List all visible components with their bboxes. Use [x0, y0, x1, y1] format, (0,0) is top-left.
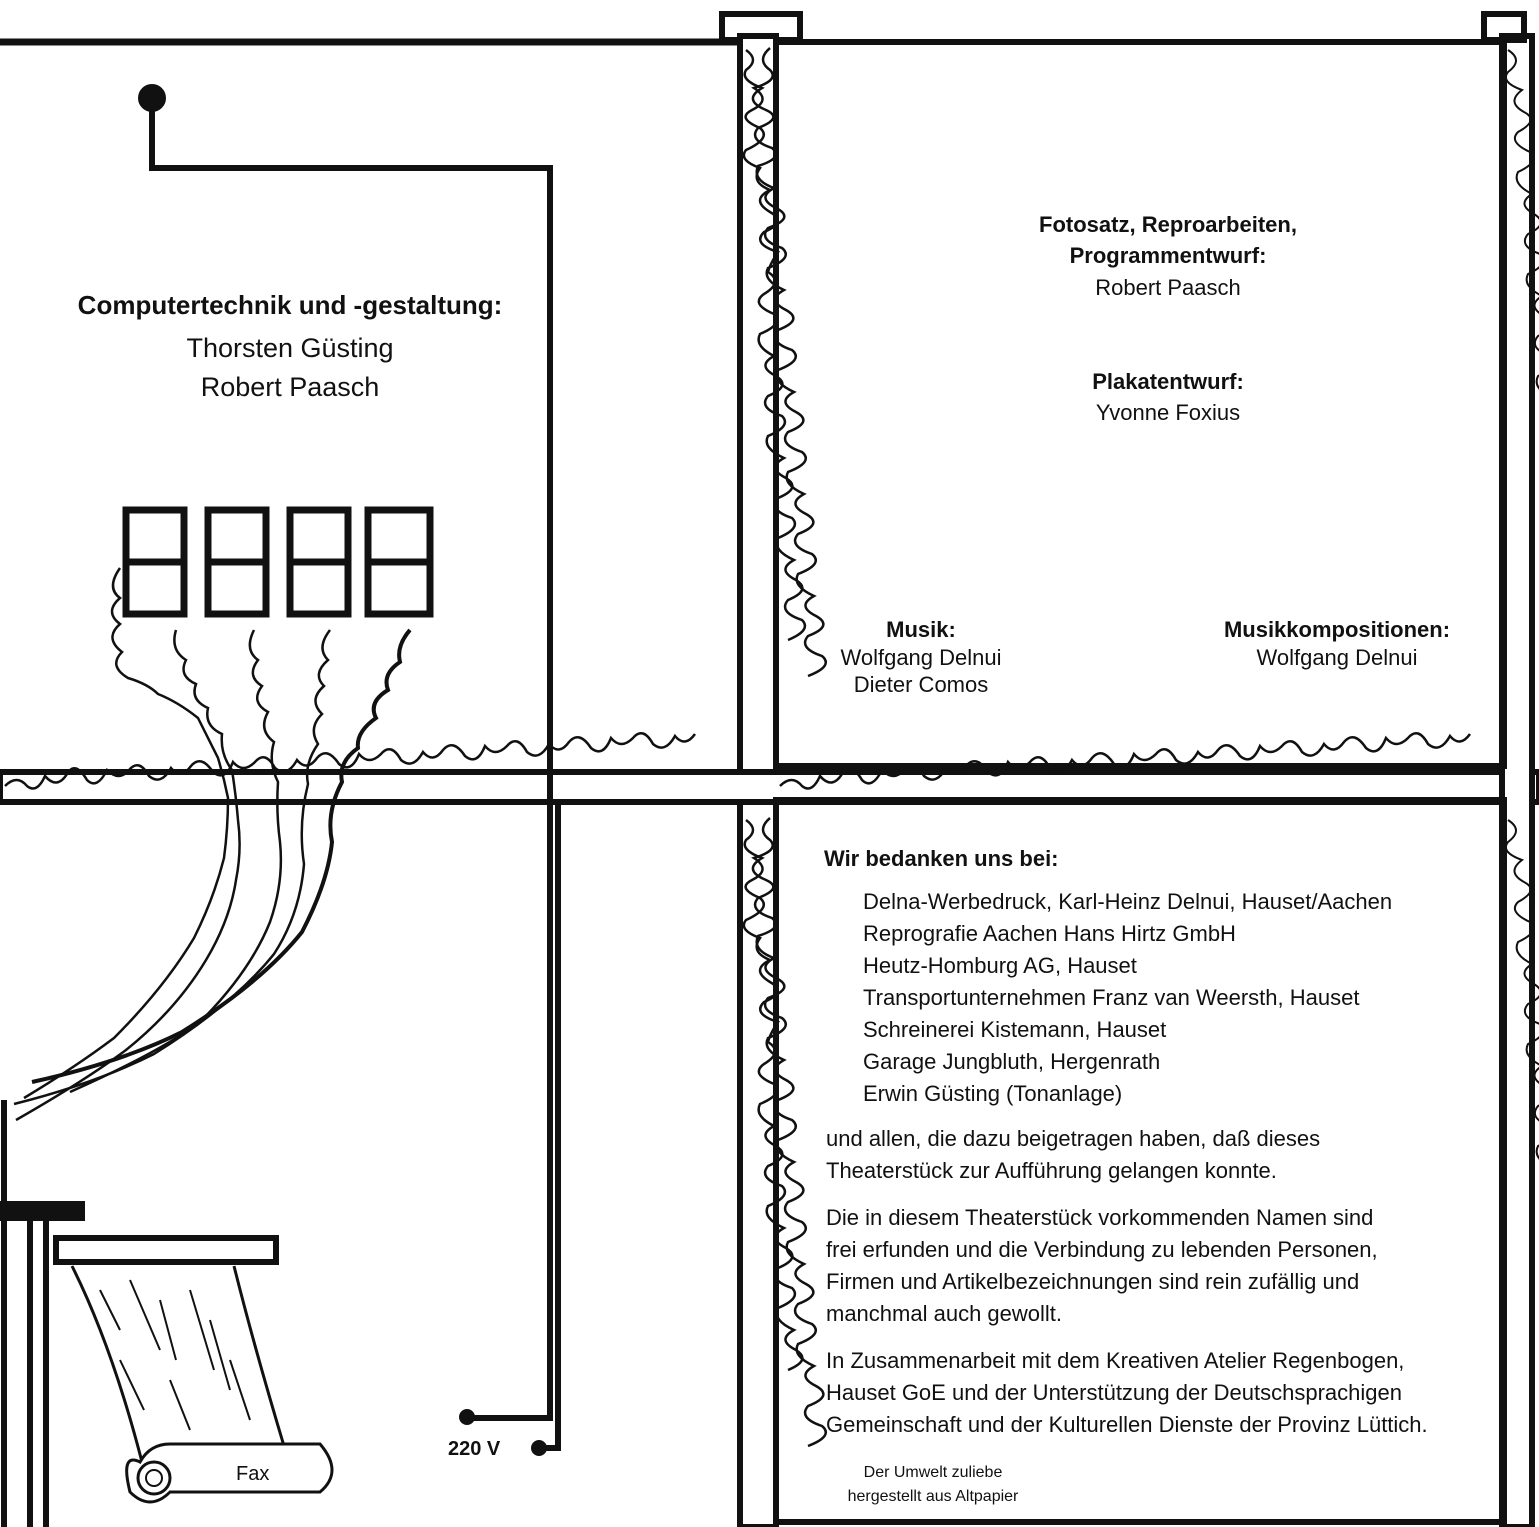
credit-name: Wolfgang Delnui — [840, 645, 1002, 670]
sponsor-item: Heutz-Homburg AG, Hauset — [863, 953, 1137, 978]
credit-name: Yvonne Foxius — [1095, 400, 1241, 425]
left-frame — [0, 38, 745, 804]
paragraph-line: Firmen und Artikelbezeichnungen sind rei… — [826, 1269, 1360, 1294]
paragraph-line: Hauset GoE und der Unterstützung der Deu… — [826, 1380, 1402, 1405]
credit-heading-musik: Musik: — [886, 617, 956, 642]
disclaimer-paragraph: Die in diesem Theaterstück vorkommenden … — [826, 1202, 1378, 1330]
right-frames — [773, 39, 1507, 1525]
credit-heading-programmentwurf: Programmentwurf: — [1069, 243, 1267, 268]
paragraph-line: In Zusammenarbeit mit dem Kreativen Atel… — [826, 1348, 1405, 1373]
credit-heading-computertechnik: Computertechnik und -gestaltung: — [77, 290, 503, 320]
credit-name: Thorsten Güsting — [186, 333, 394, 363]
credit-name: Robert Paasch — [1095, 275, 1241, 300]
credit-name: Wolfgang Delnui — [1256, 645, 1418, 670]
paragraph-line: Theaterstück zur Aufführung gelangen kon… — [826, 1158, 1277, 1183]
sponsor-item: Transportunternehmen Franz van Weersth, … — [863, 985, 1360, 1010]
paragraph-line: Die in diesem Theaterstück vorkommenden … — [826, 1205, 1374, 1230]
curly-cables — [13, 567, 412, 1122]
cooperation-paragraph: In Zusammenarbeit mit dem Kreativen Atel… — [826, 1345, 1428, 1441]
sponsor-list: Delna-Werbedruck, Karl-Heinz Delnui, Hau… — [863, 886, 1392, 1110]
eco-note: Der Umwelt zuliebe — [863, 1464, 1003, 1481]
fax-machine-icon — [0, 1100, 334, 1527]
credit-name: Dieter Comos — [853, 672, 989, 697]
thanks-paragraph: und allen, die dazu beigetragen haben, d… — [826, 1123, 1320, 1187]
antenna-wire — [138, 84, 561, 1456]
voltage-label: 220 V — [448, 1438, 501, 1460]
eco-note: hergestellt aus Altpapier — [847, 1488, 1019, 1505]
credit-name: Robert Paasch — [200, 372, 380, 402]
credit-heading-musikkompositionen: Musikkompositionen: — [1223, 617, 1451, 642]
credit-heading-plakatentwurf: Plakatentwurf: — [1092, 369, 1244, 394]
sponsor-item: Schreinerei Kistemann, Hauset — [863, 1017, 1167, 1042]
fax-label: Fax — [236, 1463, 270, 1485]
digital-display-icon — [122, 506, 434, 618]
paragraph-line: frei erfunden und die Verbindung zu lebe… — [826, 1237, 1378, 1262]
paragraph-line: und allen, die dazu beigetragen haben, d… — [826, 1126, 1321, 1151]
credit-heading-fotosatz: Fotosatz, Reproarbeiten, — [1039, 212, 1297, 237]
sponsor-item: Delna-Werbedruck, Karl-Heinz Delnui, Hau… — [863, 889, 1393, 914]
sponsor-item: Erwin Güsting (Tonanlage) — [863, 1081, 1123, 1106]
paragraph-line: Gemeinschaft und der Kulturellen Dienste… — [826, 1412, 1428, 1437]
paragraph-line: manchmal auch gewollt. — [826, 1301, 1063, 1326]
thanks-heading: Wir bedanken uns bei: — [824, 846, 1059, 871]
sponsor-item: Reprografie Aachen Hans Hirtz GmbH — [863, 921, 1236, 946]
sponsor-item: Garage Jungbluth, Hergenrath — [863, 1049, 1161, 1074]
